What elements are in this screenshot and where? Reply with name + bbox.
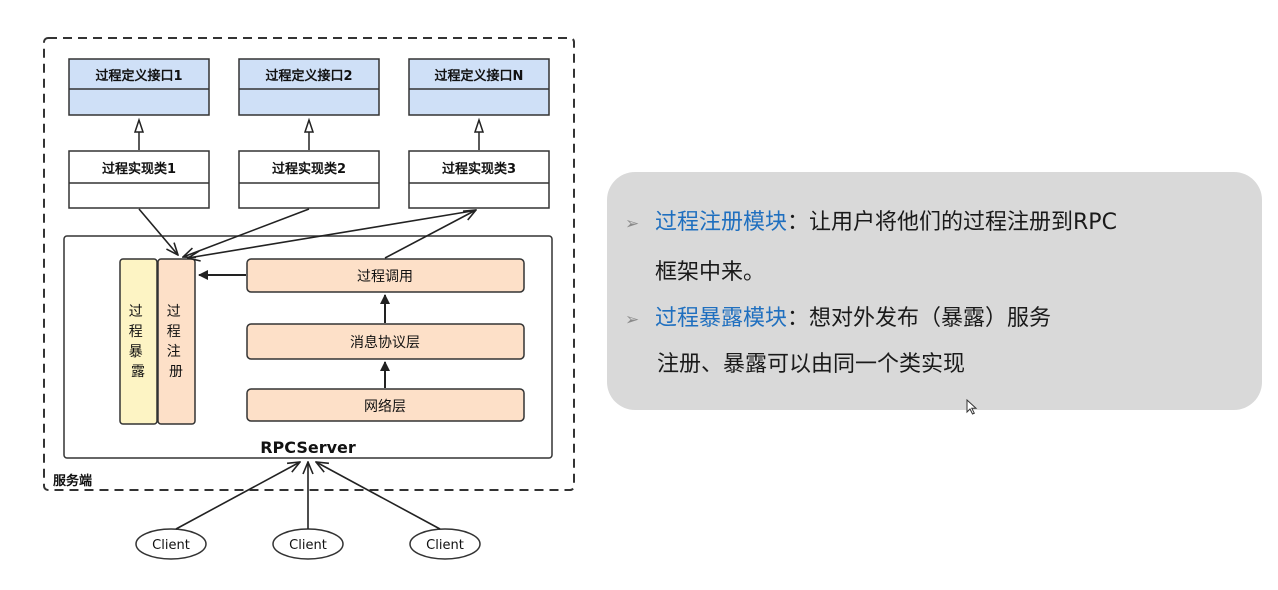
bullet-arrow-icon: ➢ [625, 310, 640, 330]
interface-label-3: 过程定义接口N [435, 68, 524, 84]
bullet-registration-continuation: 框架中来。 [655, 258, 765, 288]
realization-arrow-3 [473, 117, 485, 150]
registration-module: 过 程 注 册 [157, 258, 196, 425]
interface-box-2: 过程定义接口2 [238, 58, 380, 116]
layer-network-label: 网络层 [364, 399, 406, 415]
client-label-3: Client [426, 538, 464, 553]
layer-protocol-label: 消息协议层 [350, 334, 420, 351]
exposure-module: 过 程 暴 露 [119, 258, 158, 425]
realization-arrow-1 [133, 117, 145, 150]
explanation-panel: ➢ 过程注册模块：让用户将他们的过程注册到RPC 框架中来。 ➢ 过程暴露模块：想对… [607, 172, 1262, 410]
exposure-module-description: ：想对外发布（暴露）服务 [787, 306, 1052, 331]
interface-label-1: 过程定义接口1 [95, 68, 182, 84]
implementation-box-3: 过程实现类3 [408, 150, 550, 209]
layer-invoke-label: 过程调用 [357, 269, 413, 285]
client-2: Client [272, 528, 344, 560]
arrow-impl1-to-registration [138, 208, 178, 255]
panel-note: 注册、暴露可以由同一个类实现 [657, 350, 965, 380]
client-label-1: Client [152, 538, 190, 553]
implementation-box-1: 过程实现类1 [68, 150, 210, 209]
interface-box-3: 过程定义接口N [408, 58, 550, 116]
arrow-impl3-to-registration [188, 210, 473, 258]
arrow-impl2-to-registration [183, 208, 310, 257]
rpc-server-architecture-diagram: 服务端 过程定义接口1 过程定义接口2 过程定义接口N [43, 37, 575, 560]
realization-arrow-2 [303, 117, 315, 150]
registration-module-label: 过 程 注 册 [167, 304, 185, 380]
arrow-invoke-to-impl3 [384, 210, 476, 259]
implementation-label-2: 过程实现类2 [272, 161, 346, 177]
arrow-client1-to-server [175, 462, 300, 530]
client-3: Client [409, 528, 481, 560]
bullet-arrow-icon: ➢ [625, 214, 640, 234]
registration-module-keyword: 过程注册模块 [655, 210, 788, 235]
rpc-server-label: RPCServer [260, 438, 356, 457]
implementation-label-3: 过程实现类3 [442, 161, 516, 177]
implementation-label-1: 过程实现类1 [102, 161, 176, 177]
bullet-registration-module: ➢ 过程注册模块：让用户将他们的过程注册到RPC [625, 208, 1117, 239]
mouse-pointer-icon [966, 399, 978, 415]
client-1: Client [135, 528, 207, 560]
registration-module-description: ：让用户将他们的过程注册到RPC [787, 210, 1117, 235]
layer-network: 网络层 [246, 388, 525, 422]
layer-protocol: 消息协议层 [246, 323, 525, 360]
implementation-box-2: 过程实现类2 [238, 150, 380, 209]
interface-label-2: 过程定义接口2 [265, 68, 352, 84]
layer-invoke: 过程调用 [246, 258, 525, 293]
arrow-client3-to-server [316, 462, 441, 530]
interface-box-1: 过程定义接口1 [68, 58, 210, 116]
bullet-exposure-module: ➢ 过程暴露模块：想对外发布（暴露）服务 [625, 304, 1051, 335]
registration-module-description-cont: 框架中来。 [655, 260, 766, 285]
panel-note-text: 注册、暴露可以由同一个类实现 [657, 352, 966, 377]
exposure-module-keyword: 过程暴露模块 [655, 306, 788, 331]
server-side-label: 服务端 [53, 473, 92, 489]
client-label-2: Client [289, 538, 327, 553]
exposure-module-label: 过 程 暴 露 [129, 304, 147, 380]
server-side-boundary [43, 37, 575, 491]
